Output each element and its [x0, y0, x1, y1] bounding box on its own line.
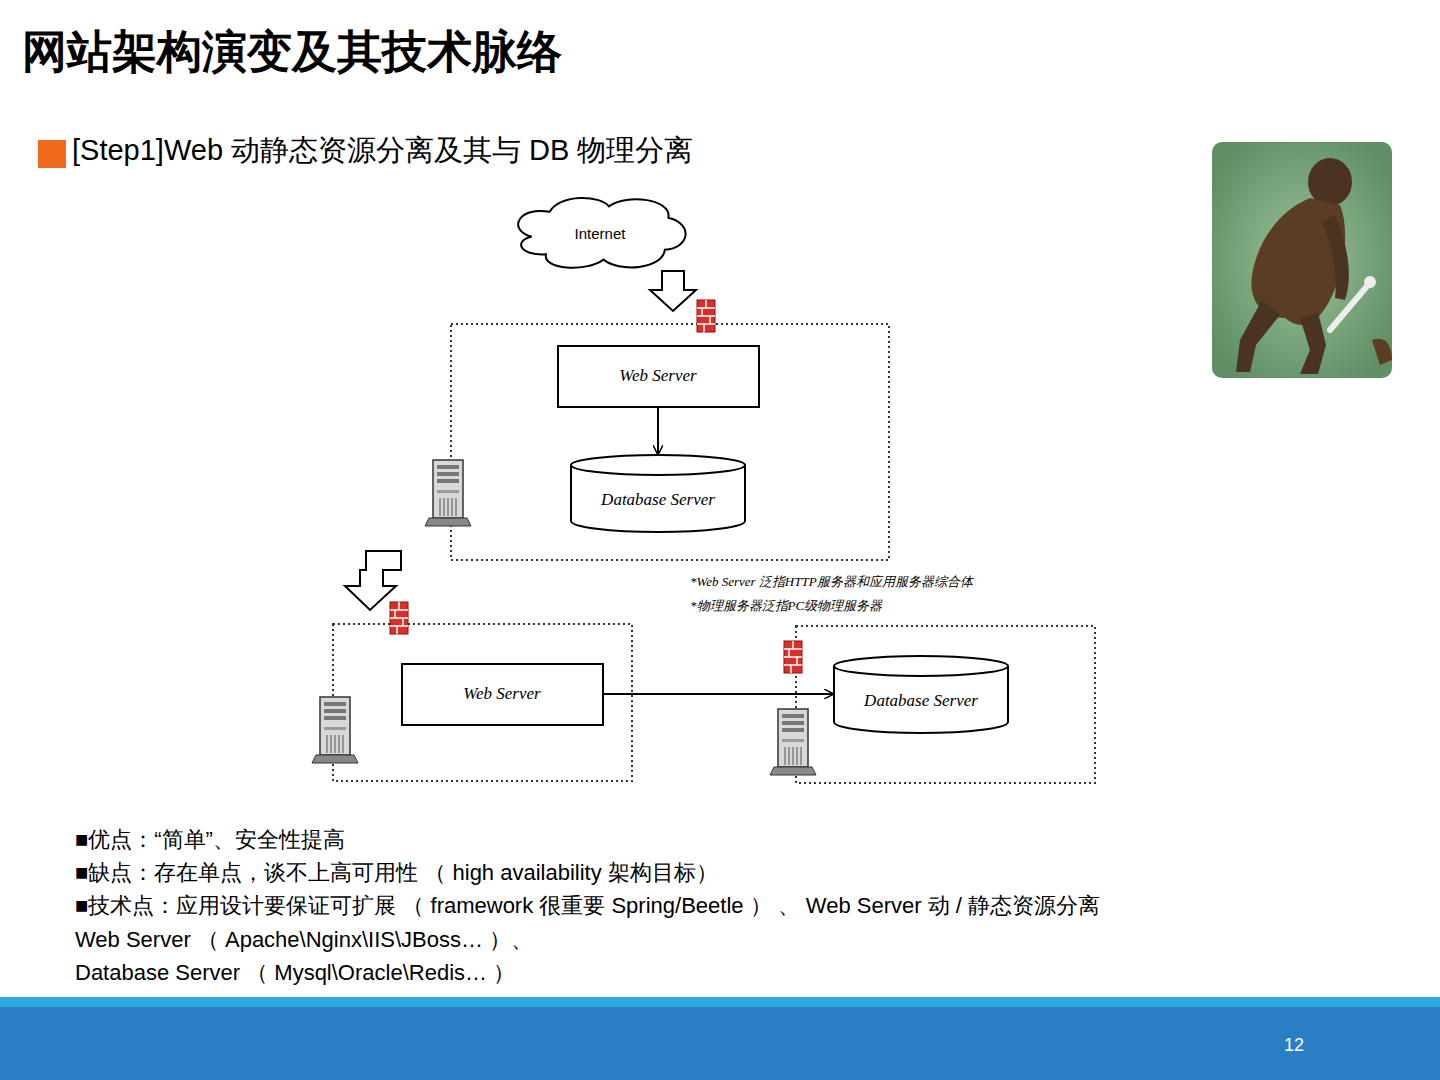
node-label: Internet	[575, 225, 626, 242]
note-text: ■缺点：存在单点，谈不上高可用性 （ high availability 架构目…	[75, 858, 718, 888]
host-region	[796, 626, 1095, 783]
ape-illustration	[1212, 142, 1392, 378]
database-cylinder: Database Server	[833, 655, 1009, 733]
cylinder-top	[571, 455, 745, 475]
footer-band	[0, 997, 1440, 1007]
note-text: ■优点：“简单”、安全性提高	[75, 825, 345, 855]
node-label: Web Server	[463, 684, 540, 704]
cylinder-top	[834, 656, 1008, 676]
connector-arrow	[604, 693, 834, 695]
bullet-square	[38, 140, 66, 168]
hollow-arrow	[650, 271, 696, 311]
note-text: Database Server （ Mysql\Oracle\Redis… ）	[75, 958, 515, 988]
server-box: Web Server	[557, 345, 760, 408]
page-number: 12	[1284, 1035, 1304, 1056]
database-cylinder: Database Server	[570, 454, 746, 532]
host-region	[333, 624, 632, 781]
cloud-outline	[518, 198, 685, 268]
node-label: Database Server	[601, 490, 715, 510]
box-outline	[402, 664, 603, 725]
note-text: *物理服务器泛指PC级物理服务器	[690, 597, 882, 615]
footer-band	[0, 1007, 1440, 1080]
host-region	[451, 324, 889, 560]
node-label: Database Server	[864, 691, 978, 711]
note-text: ■技术点：应用设计要保证可扩展 （ framework 很重要 Spring/B…	[75, 891, 1100, 921]
cloud-node: Internet	[510, 195, 690, 271]
connector-arrow	[657, 408, 659, 455]
hollow-arrow	[345, 551, 401, 610]
server-box: Web Server	[401, 663, 604, 726]
note-text: *Web Server 泛指HTTP服务器和应用服务器综合体	[690, 573, 973, 591]
section-heading: [Step1]Web 动静态资源分离及其与 DB 物理分离	[72, 131, 693, 171]
note-text: Web Server （ Apache\Nginx\IIS\JBoss… ）、	[75, 925, 533, 955]
node-label: Web Server	[619, 366, 696, 386]
slide-title: 网站架构演变及其技术脉络	[22, 22, 562, 82]
box-outline	[558, 346, 759, 407]
